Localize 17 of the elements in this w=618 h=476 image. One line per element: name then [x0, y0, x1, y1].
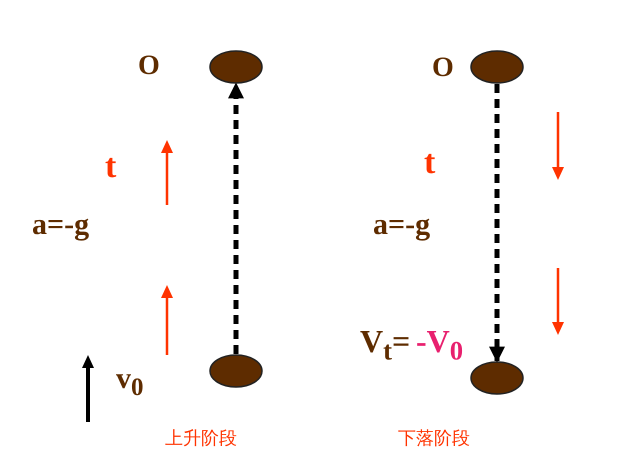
ball — [470, 50, 524, 84]
time-label: t — [424, 146, 436, 180]
ball — [470, 361, 524, 395]
point-label: O — [138, 52, 160, 80]
ball — [209, 354, 263, 388]
velocity-label: V$_{t}$= — [360, 325, 410, 364]
ball — [209, 50, 263, 84]
dashed-arrow — [228, 82, 244, 354]
phase-label: 上升阶段 — [165, 430, 237, 448]
velocity-label: -V$_{0}$ — [416, 325, 464, 364]
time-label: t — [105, 150, 116, 184]
dashed-arrow — [489, 84, 505, 363]
velocity-label: v$_{0}$ — [116, 364, 144, 400]
acceleration-label: a=-g — [32, 210, 90, 240]
acceleration-label: a=-g — [373, 210, 430, 240]
point-label: O — [432, 54, 454, 82]
phase-label: 下落阶段 — [398, 430, 470, 448]
